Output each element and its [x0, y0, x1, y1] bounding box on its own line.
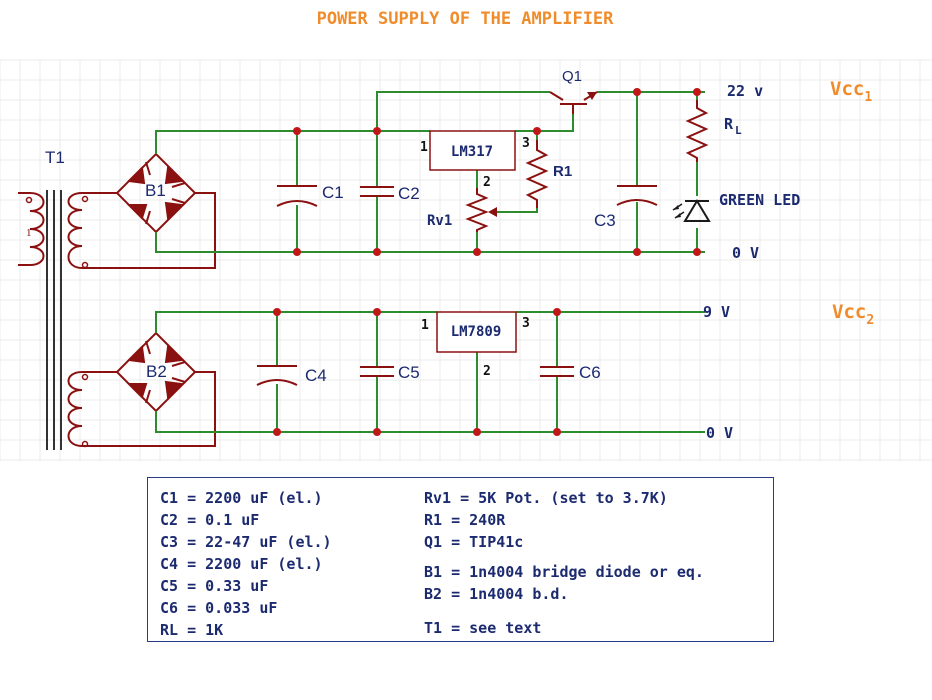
b1-label: B1: [145, 181, 166, 200]
secondary1-dot-bottom: [81, 261, 89, 269]
t1-pin-label: 1: [26, 227, 32, 239]
resistor-rl: [685, 100, 709, 162]
c2-label: C2: [398, 184, 420, 203]
lm317-regulator: [429, 130, 516, 171]
parts-list-item: C2 = 0.1 uF: [160, 511, 260, 529]
transformer-t1: [18, 190, 89, 450]
capacitor-c1: [276, 185, 318, 207]
q1-label: Q1: [562, 68, 582, 85]
secondary-coil-2: [67, 371, 83, 447]
primary-coil: [18, 192, 45, 266]
lm7809-pin1: 1: [421, 318, 429, 333]
parts-list-item: C6 = 0.033 uF: [160, 599, 278, 617]
lm317-pin1: 1: [420, 140, 428, 155]
parts-list-item: Rv1 = 5K Pot. (set to 3.7K): [424, 489, 668, 507]
voltage-9v: 9 V: [703, 303, 730, 321]
lm7809-label: LM7809: [451, 324, 502, 340]
wire-sec1-bottom: [82, 192, 216, 269]
wire-sec2-bottom: [82, 371, 216, 447]
c1-label: C1: [322, 183, 344, 202]
vcc2-label: Vcc2: [832, 301, 874, 328]
parts-list: C1 = 2200 uF (el.) C2 = 0.1 uF C3 = 22-47 …: [147, 477, 774, 642]
parts-list-left-column: C1 = 2200 uF (el.) C2 = 0.1 uF C3 = 22-47 …: [160, 487, 332, 641]
bridge-rectifier-b2: [115, 331, 197, 413]
lm317-pin3: 3: [522, 136, 530, 151]
voltage-0v-top: 0 V: [732, 244, 759, 262]
grid-background: [0, 59, 932, 462]
primary-dot: [25, 196, 33, 204]
c6-label: C6: [579, 363, 601, 382]
parts-list-item: B1 = 1n4004 bridge diode or eq.: [424, 563, 704, 581]
bottom-wiring: [155, 311, 705, 433]
capacitor-c5: [360, 366, 394, 377]
c5-label: C5: [398, 363, 420, 382]
secondary1-dot-top: [81, 195, 89, 203]
parts-list-item: C3 = 22-47 uF (el.): [160, 533, 332, 551]
secondary-coil-1: [67, 192, 83, 269]
pot-wiper-arrow: [488, 207, 497, 217]
capacitor-c4: [256, 365, 298, 386]
lm7809-regulator: [436, 311, 517, 353]
vcc1-label: Vcc1: [830, 78, 872, 105]
transistor-q1: [549, 91, 598, 114]
diagram-title: POWER SUPPLY OF THE AMPLIFIER: [317, 9, 615, 29]
parts-list-item: RL = 1K: [160, 621, 224, 639]
parts-list-item: R1 = 240R: [424, 511, 506, 529]
parts-list-item: C4 = 2200 uF (el.): [160, 555, 323, 573]
rv1-label: Rv1: [427, 213, 452, 229]
secondary2-dot-top: [81, 373, 89, 381]
capacitor-c6: [540, 366, 574, 377]
lm317-pin2: 2: [483, 175, 491, 190]
green-led: [672, 199, 711, 222]
c3-label: C3: [594, 211, 616, 230]
c4-label: C4: [305, 366, 327, 385]
resistor-r1: [525, 140, 549, 208]
b2-label: B2: [146, 362, 167, 381]
parts-list-item: C1 = 2200 uF (el.): [160, 489, 323, 507]
parts-list-item: T1 = see text: [424, 619, 542, 637]
bridge-rectifier-b1: [115, 152, 197, 234]
t1-label: T1: [45, 148, 65, 167]
top-wiring: [155, 91, 705, 253]
lm7809-pin3: 3: [522, 316, 530, 331]
parts-list-item: B2 = 1n4004 b.d.: [424, 585, 569, 603]
green-led-label: GREEN LED: [719, 191, 800, 209]
junction-dots: [273, 88, 701, 436]
parts-list-right-column: Rv1 = 5K Pot. (set to 3.7K) R1 = 240R Q1 =…: [424, 487, 704, 639]
parts-list-item: C5 = 0.33 uF: [160, 577, 269, 595]
lm317-label: LM317: [451, 144, 493, 160]
parts-list-item: Q1 = TIP41c: [424, 533, 524, 551]
lm7809-pin2: 2: [483, 364, 491, 379]
capacitor-c3: [616, 185, 658, 206]
potentiometer-rv1: [465, 188, 489, 232]
voltage-22v: 22 v: [727, 82, 763, 100]
capacitor-c2: [360, 186, 394, 197]
r1-label: R1: [553, 163, 572, 180]
voltage-0v-bottom: 0 V: [706, 424, 733, 442]
